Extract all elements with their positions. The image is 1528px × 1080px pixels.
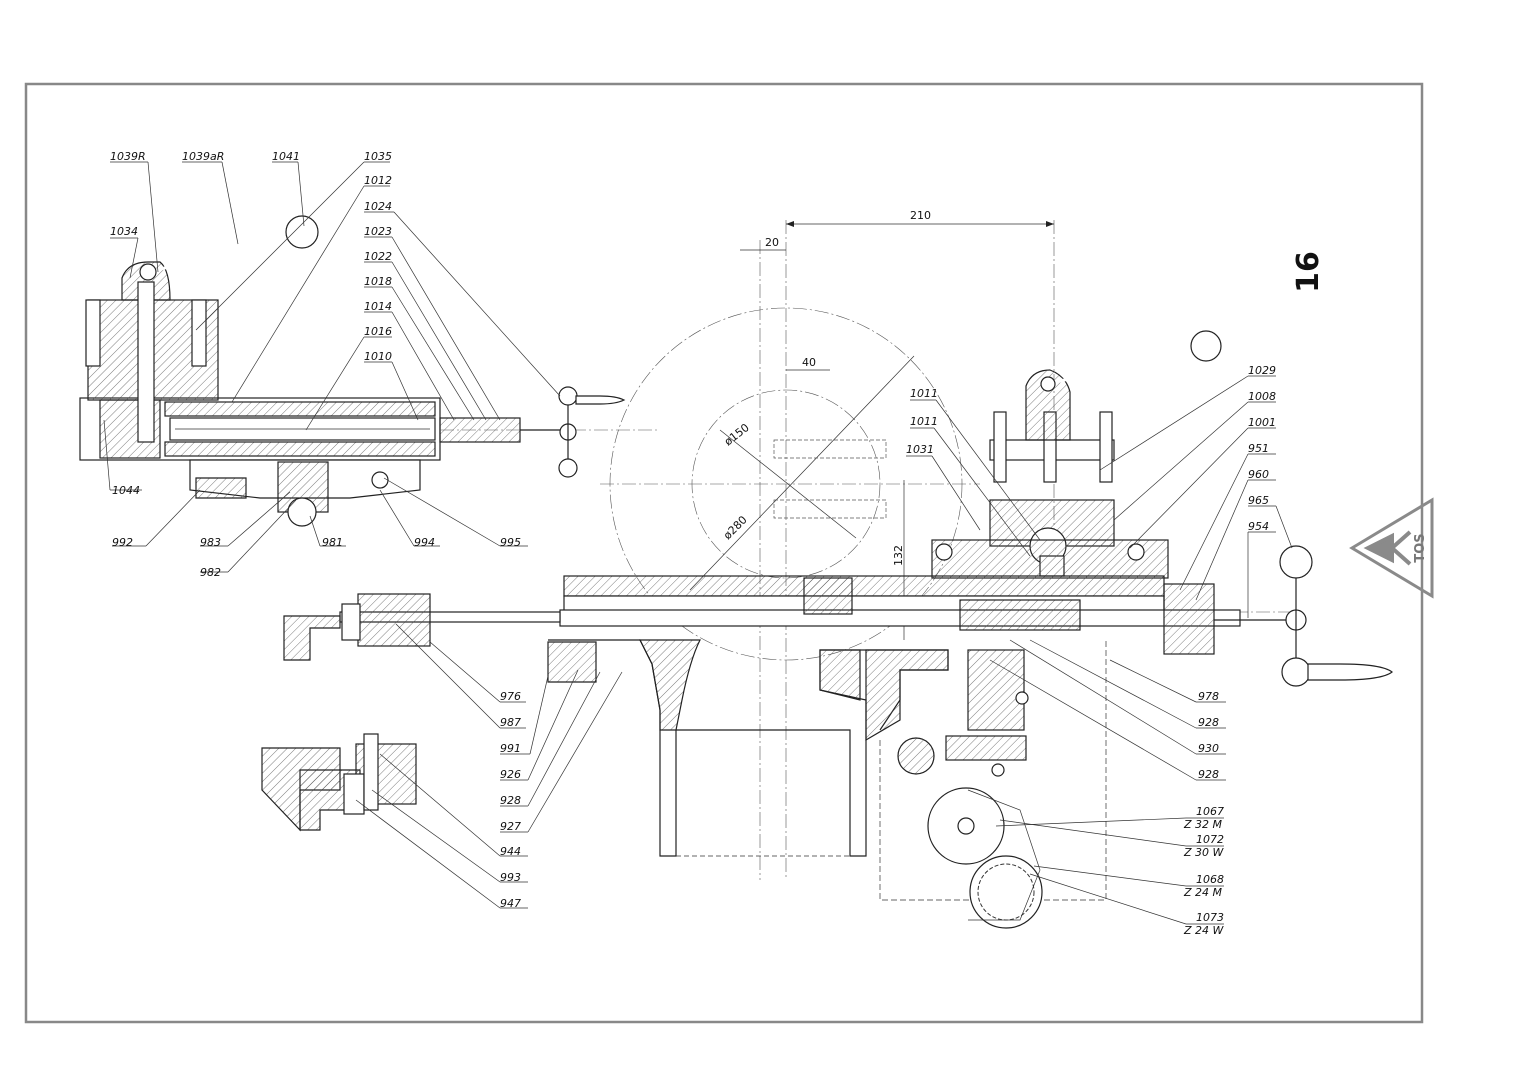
label-976: 976 bbox=[500, 690, 521, 703]
label-930: 930 bbox=[1198, 742, 1219, 755]
leader-lines bbox=[103, 161, 1293, 925]
drawing-frame bbox=[24, 82, 1424, 1024]
svg-text:ø280: ø280 bbox=[721, 513, 750, 542]
label-947: 947 bbox=[500, 897, 521, 910]
label-1041: 1041 bbox=[272, 150, 300, 163]
label-1001: 1001 bbox=[1248, 416, 1276, 429]
label-1035: 1035 bbox=[364, 150, 392, 163]
label-960: 960 bbox=[1248, 468, 1269, 481]
label-983: 983 bbox=[200, 536, 221, 549]
label-951: 951 bbox=[1248, 442, 1269, 455]
svg-text:ø150: ø150 bbox=[722, 421, 752, 448]
label-1018: 1018 bbox=[364, 275, 392, 288]
label-1012: 1012 bbox=[364, 174, 392, 187]
label-z32m: Z 32 M bbox=[1183, 818, 1223, 831]
label-1024: 1024 bbox=[364, 200, 392, 213]
label-1072: 1072 bbox=[1196, 833, 1224, 846]
cross-slide-assembly bbox=[283, 545, 1393, 687]
label-993: 993 bbox=[500, 871, 521, 884]
label-1039aR: 1039aR bbox=[182, 150, 224, 163]
label-1067: 1067 bbox=[1196, 805, 1224, 818]
label-1011-a: 1011 bbox=[910, 387, 938, 400]
label-1011-b: 1011 bbox=[910, 415, 938, 428]
label-965: 965 bbox=[1248, 494, 1269, 507]
svg-text:TOS: TOS bbox=[1413, 533, 1428, 562]
label-z30w: Z 30 W bbox=[1183, 846, 1225, 859]
label-1031: 1031 bbox=[906, 443, 934, 456]
change-gears bbox=[927, 787, 1043, 929]
label-1008: 1008 bbox=[1248, 390, 1276, 403]
svg-text:16: 16 bbox=[1291, 251, 1326, 293]
label-1073: 1073 bbox=[1196, 911, 1224, 924]
label-1010: 1010 bbox=[364, 350, 392, 363]
label-z24w: Z 24 W bbox=[1183, 924, 1225, 937]
swing-diameter-circles bbox=[600, 220, 1055, 880]
label-1014: 1014 bbox=[364, 300, 392, 313]
dim-280: ø280 bbox=[721, 513, 750, 542]
label-991: 991 bbox=[500, 742, 521, 755]
label-1023: 1023 bbox=[364, 225, 392, 238]
dim-40: 40 bbox=[802, 356, 816, 369]
label-926: 926 bbox=[500, 768, 521, 781]
label-994: 994 bbox=[414, 536, 435, 549]
label-1068: 1068 bbox=[1196, 873, 1224, 886]
page-number: 16 bbox=[1291, 251, 1326, 293]
label-1022: 1022 bbox=[364, 250, 392, 263]
label-944: 944 bbox=[500, 845, 521, 858]
label-928: 928 bbox=[500, 794, 521, 807]
tos-logo-icon: TOS bbox=[1349, 497, 1434, 599]
tool-post-assembly bbox=[79, 215, 660, 527]
label-978: 978 bbox=[1198, 690, 1219, 703]
svg-text:132: 132 bbox=[892, 545, 905, 566]
dim-132: 132 bbox=[892, 545, 905, 566]
label-928-r2: 928 bbox=[1198, 768, 1219, 781]
label-1044: 1044 bbox=[112, 484, 140, 497]
clamp-detail bbox=[261, 733, 417, 832]
dim-210: 210 bbox=[910, 209, 931, 222]
label-927: 927 bbox=[500, 820, 521, 833]
label-1039R: 1039R bbox=[110, 150, 146, 163]
label-987: 987 bbox=[500, 716, 521, 729]
label-992: 992 bbox=[112, 536, 133, 549]
apron-body bbox=[547, 639, 1107, 901]
part-labels: 1039R 1039aR 1041 1035 1012 1024 1023 10… bbox=[110, 150, 1276, 937]
label-954: 954 bbox=[1248, 520, 1269, 533]
dim-20: 20 bbox=[765, 236, 779, 249]
right-tool-post bbox=[931, 330, 1222, 579]
label-995: 995 bbox=[500, 536, 521, 549]
label-1029: 1029 bbox=[1248, 364, 1276, 377]
label-1016: 1016 bbox=[364, 325, 392, 338]
label-1034: 1034 bbox=[110, 225, 138, 238]
dim-150: ø150 bbox=[722, 421, 752, 448]
label-928-r1: 928 bbox=[1198, 716, 1219, 729]
label-981: 981 bbox=[322, 536, 343, 549]
label-z24m: Z 24 M bbox=[1183, 886, 1223, 899]
label-982: 982 bbox=[200, 566, 221, 579]
